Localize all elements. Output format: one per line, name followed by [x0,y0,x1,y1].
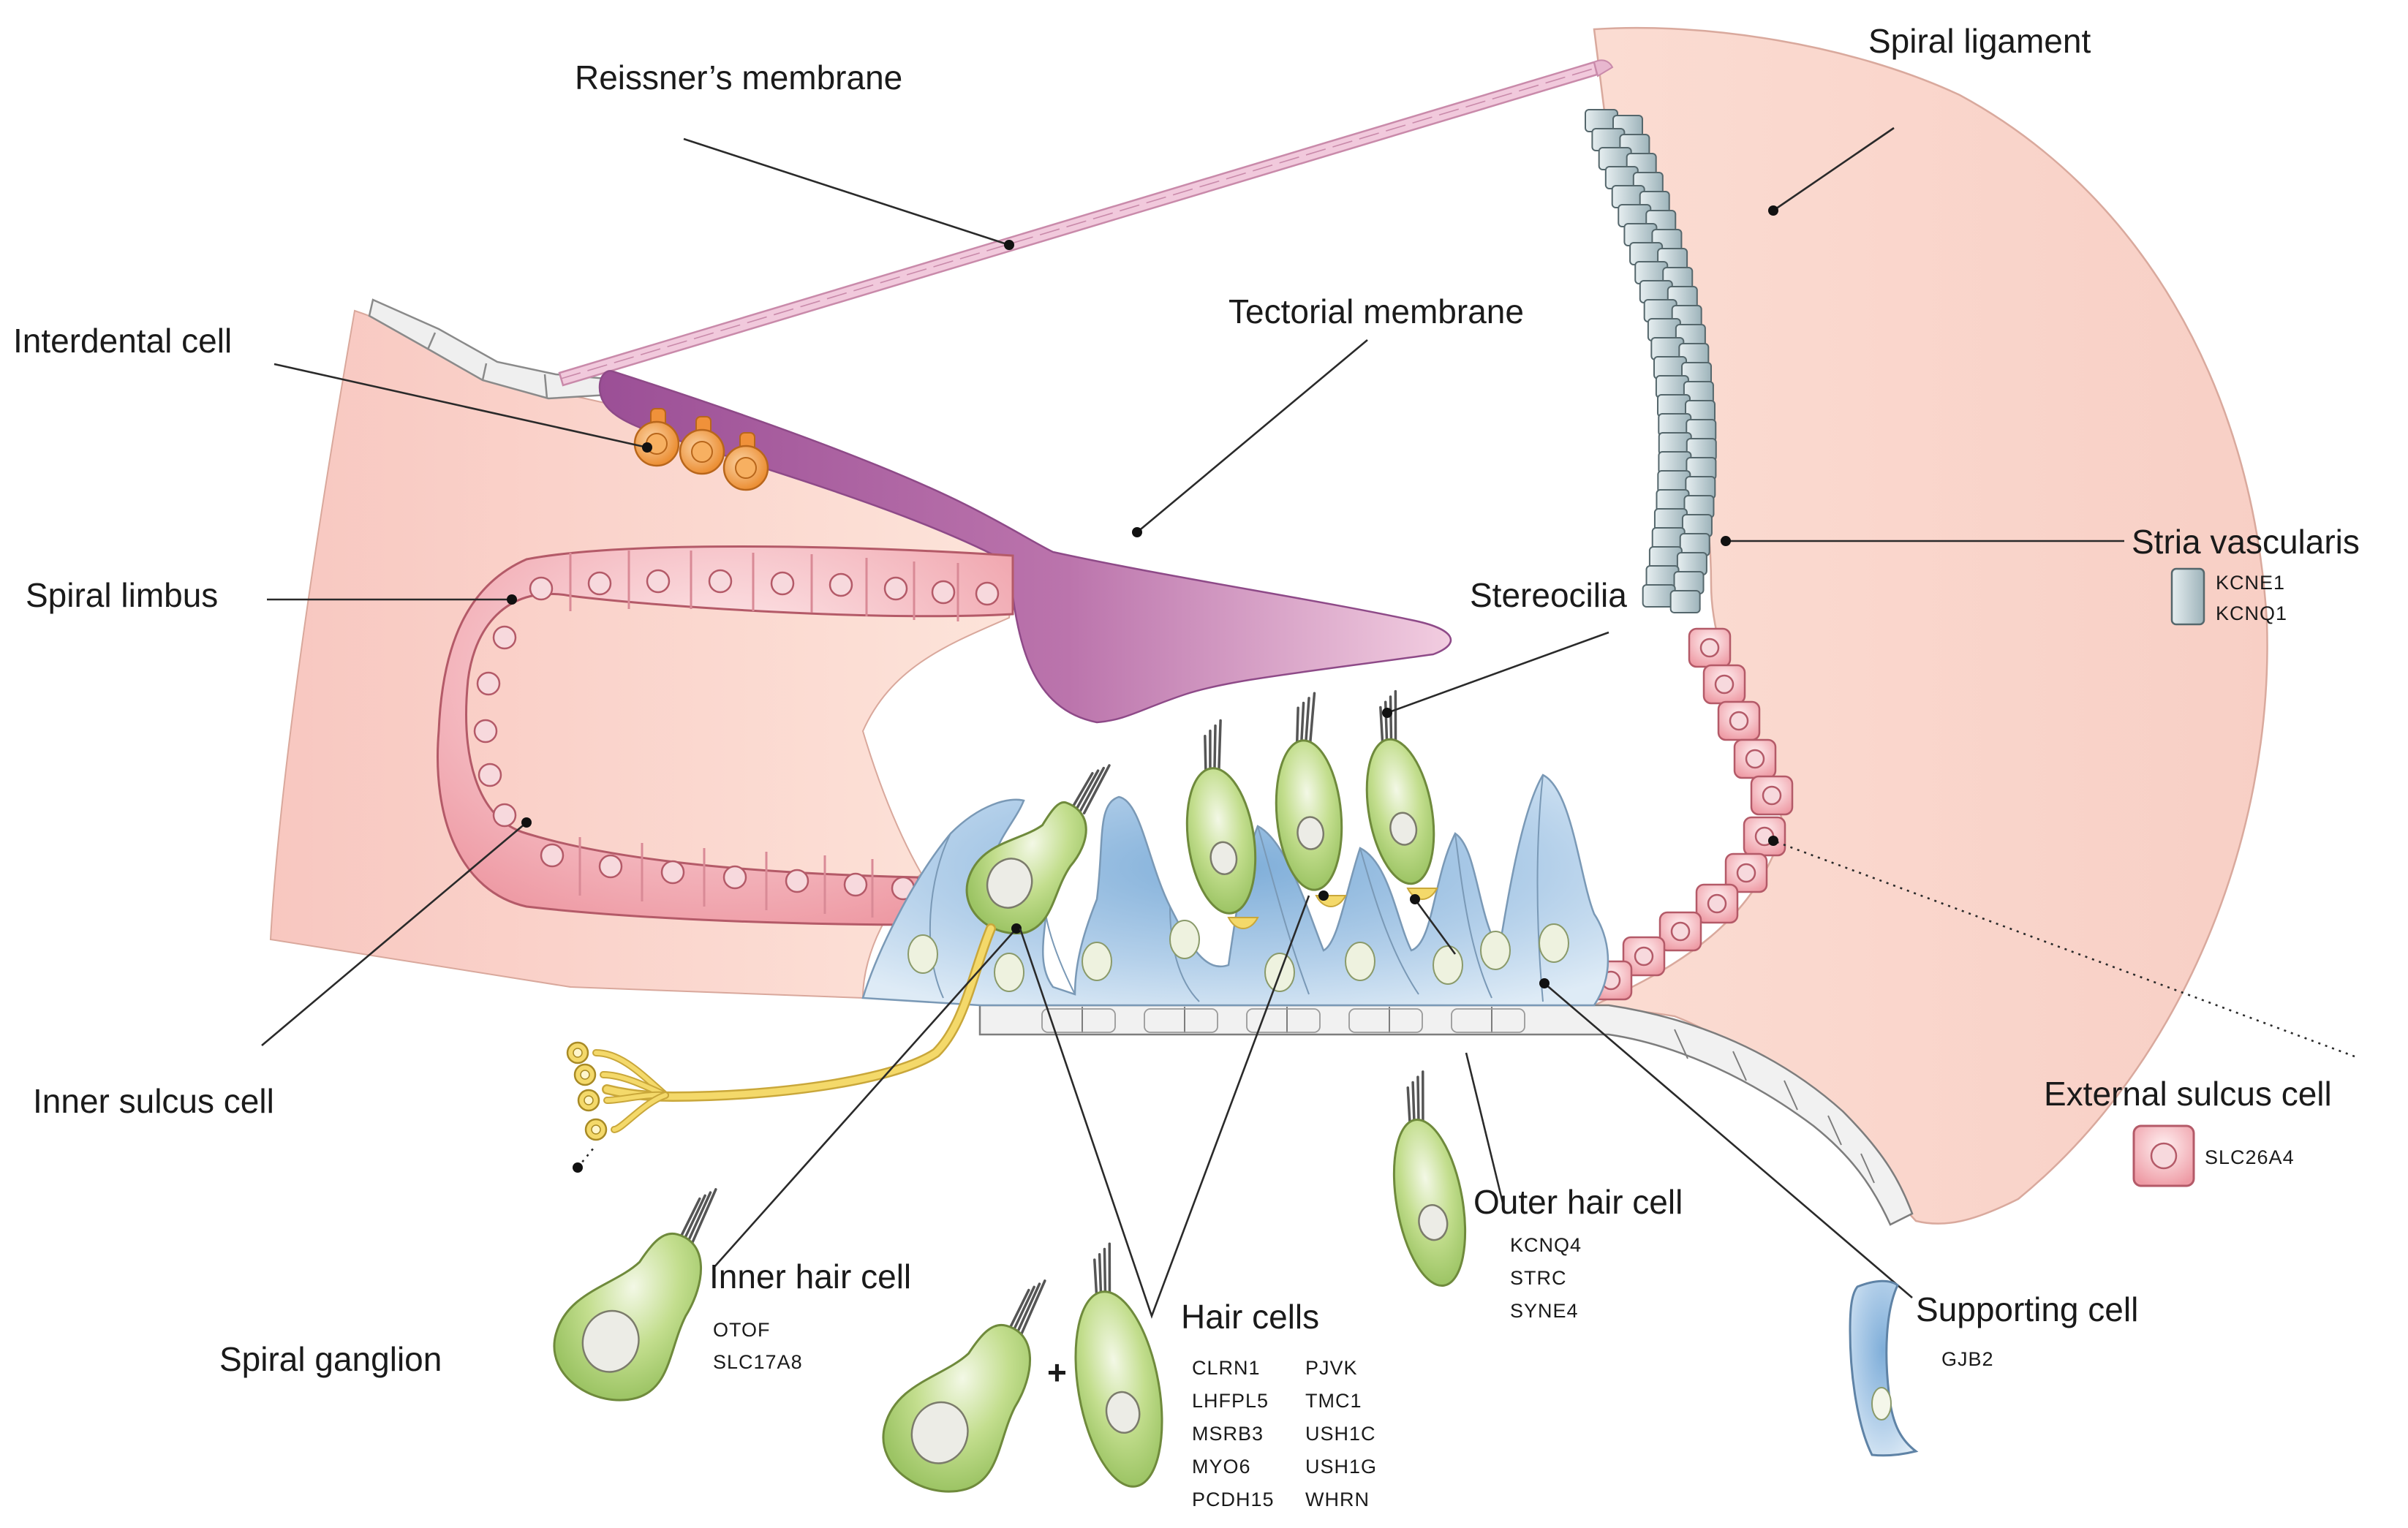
reissners-membrane [558,59,1614,387]
label-reissners-membrane: Reissner’s membrane [575,58,902,97]
gene-whrn: WHRN [1305,1489,1370,1510]
inner-sulcus-cells [437,545,1014,926]
label-stria-vascularis: Stria vascularis [2132,523,2360,561]
label-supporting-cell: Supporting cell [1916,1290,2138,1328]
gene-ush1c: USH1C [1305,1423,1376,1445]
supporting-cell-icon [1849,1279,1919,1457]
external-sulcus-cell-icon [2132,1124,2195,1187]
organ-of-corti-supporting-cells [861,774,1609,1007]
hair-cells-pair-ohc-icon [1074,1242,1163,1488]
hair-cells-pair-ihc-icon [882,1279,1046,1493]
gene-kcnq4: KCNQ4 [1510,1234,1582,1256]
spiral-ganglion-neurons [566,923,996,1141]
gene-lhfpl5: LHFPL5 [1192,1390,1269,1412]
gene-lists: KCNE1 KCNQ1 SLC26A4 KCNQ4 STRC SYNE4 OTO… [713,572,2295,1510]
label-spiral-ganglion: Spiral ganglion [219,1340,442,1378]
gene-ush1g: USH1G [1305,1456,1377,1478]
label-hair-cells: Hair cells [1181,1298,1319,1336]
gene-slc26a4: SLC26A4 [2205,1146,2295,1168]
interdental-cells [633,408,769,491]
gene-otof: OTOF [713,1319,771,1341]
stria-cell-icon [2170,567,2205,626]
label-interdental-cell: Interdental cell [13,322,232,360]
gene-syne4: SYNE4 [1510,1300,1579,1322]
gene-kcne1: KCNE1 [2216,572,2285,594]
gene-slc17a8: SLC17A8 [713,1351,803,1373]
gene-pjvk: PJVK [1305,1357,1358,1379]
gene-tmc1: TMC1 [1305,1390,1362,1412]
basilar-membrane [978,1004,1914,1226]
outer-hair-cell-icon [1392,1070,1467,1287]
label-spiral-ligament: Spiral ligament [1868,22,2091,60]
gene-pcdh15: PCDH15 [1192,1489,1275,1510]
label-inner-hair-cell: Inner hair cell [709,1257,911,1296]
gene-kcnq1: KCNQ1 [2216,602,2287,624]
organ-hair-cells [965,689,1438,935]
label-external-sulcus-cell: External sulcus cell [2044,1075,2332,1113]
label-tectorial-membrane: Tectorial membrane [1228,292,1524,330]
stria-vascularis-cells [1585,109,1794,1001]
labels: Reissner’s membrane Spiral ligament Inte… [13,22,2360,1391]
label-outer-hair-cell: Outer hair cell [1473,1183,1683,1221]
label-stereocilia: Stereocilia [1470,576,1627,614]
gene-gjb2: GJB2 [1941,1348,1994,1370]
gene-msrb3: MSRB3 [1192,1423,1264,1445]
leader-lines [261,126,2355,1319]
plus-sign: + [1047,1353,1067,1391]
label-inner-sulcus-cell: Inner sulcus cell [33,1082,274,1120]
gene-clrn1: CLRN1 [1192,1357,1261,1379]
gene-strc: STRC [1510,1267,1567,1289]
gene-myo6: MYO6 [1192,1456,1251,1478]
inner-hair-cell-icon [553,1188,717,1402]
label-spiral-limbus: Spiral limbus [26,576,218,614]
